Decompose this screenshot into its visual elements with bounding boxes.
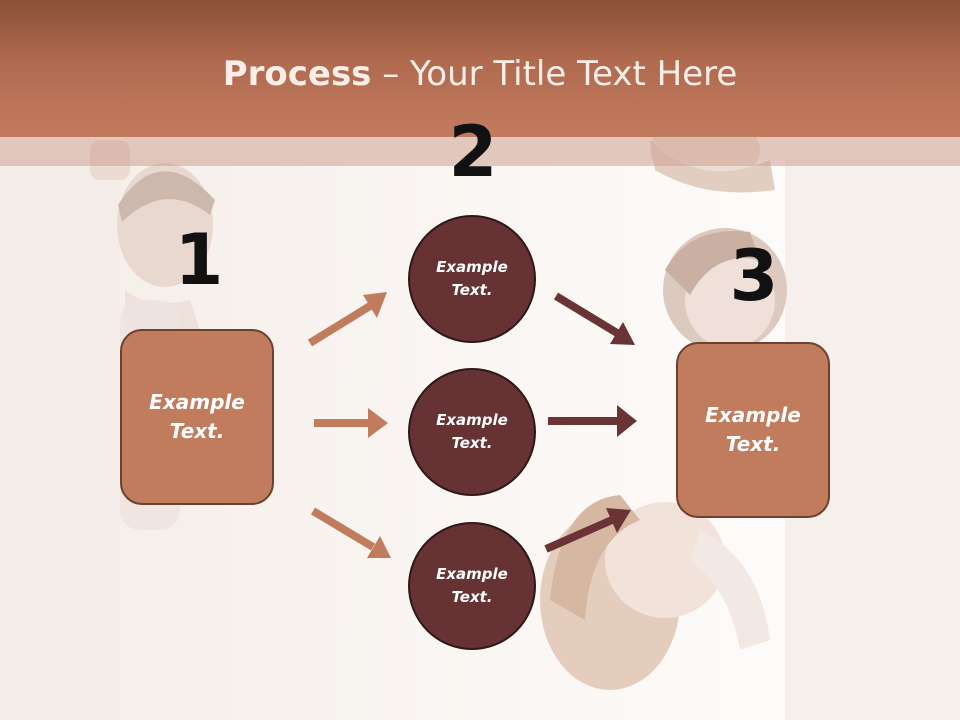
title-bar — [0, 0, 960, 137]
arrow-to-bottom-circle — [310, 507, 391, 558]
process-circle-bottom: Example Text. — [408, 522, 536, 650]
circle-bottom-label: Example Text. — [436, 565, 508, 606]
input-box-label: Example Text. — [149, 390, 245, 443]
arrow-from-middle-circle — [548, 405, 637, 437]
arrow-from-bottom-circle — [544, 508, 631, 553]
process-circle-top: Example Text. — [408, 215, 536, 343]
arrow-to-top-circle — [307, 292, 387, 347]
process-circle-middle: Example Text. — [408, 368, 536, 496]
output-box-label: Example Text. — [705, 403, 801, 456]
step-number-1: 1 — [174, 219, 224, 301]
circle-top-label: Example Text. — [436, 258, 508, 299]
title-bold: Process — [222, 54, 372, 94]
arrow-from-top-circle — [553, 292, 635, 345]
output-box: Example Text. — [676, 342, 830, 518]
slide-title: Process – Your Title Text Here — [0, 54, 960, 94]
arrow-to-middle-circle — [314, 408, 388, 438]
title-band — [0, 137, 960, 166]
input-box: Example Text. — [120, 329, 274, 505]
circle-middle-label: Example Text. — [436, 411, 508, 452]
step-number-3: 3 — [729, 235, 779, 317]
step-number-2: 2 — [448, 111, 498, 193]
title-rest: – Your Title Text Here — [371, 54, 738, 94]
